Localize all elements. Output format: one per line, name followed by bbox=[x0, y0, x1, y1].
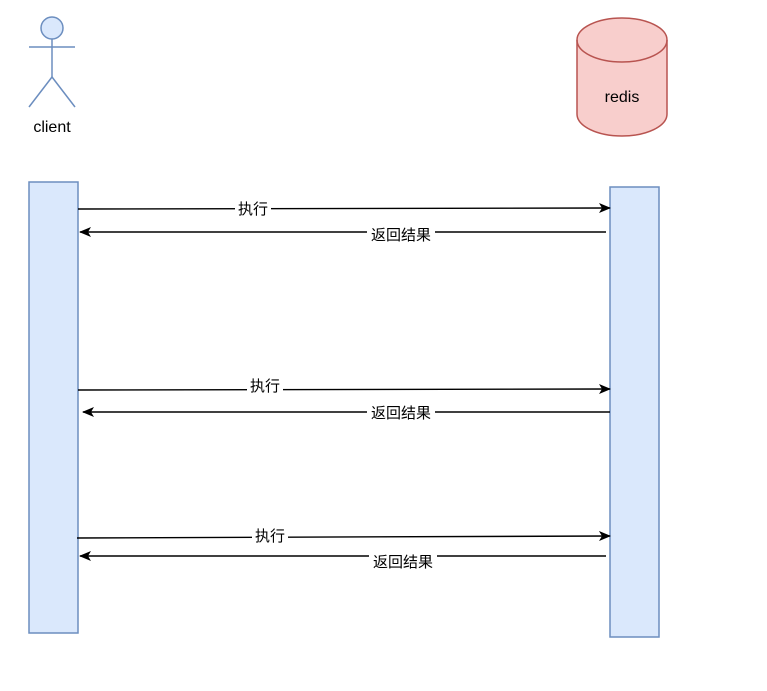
message-response[interactable]: 返回结果 bbox=[79, 225, 606, 244]
label-background bbox=[367, 403, 435, 421]
message-label: 执行 bbox=[255, 527, 285, 545]
label-background bbox=[247, 376, 283, 394]
message-request[interactable]: 执行 bbox=[77, 199, 611, 218]
message-label: 返回结果 bbox=[371, 404, 431, 422]
message-label: 返回结果 bbox=[373, 553, 433, 571]
message-label: 执行 bbox=[250, 377, 280, 395]
actor-right-leg bbox=[51, 76, 76, 108]
label-background bbox=[367, 225, 435, 243]
message-response[interactable]: 返回结果 bbox=[82, 403, 610, 422]
client-label: client bbox=[33, 119, 71, 136]
label-background bbox=[252, 526, 288, 544]
redis-label: redis bbox=[605, 89, 640, 106]
label-background bbox=[235, 199, 271, 217]
message-label: 返回结果 bbox=[371, 226, 431, 244]
database-icon bbox=[576, 17, 668, 137]
message-request[interactable]: 执行 bbox=[76, 526, 611, 545]
message-label: 执行 bbox=[238, 200, 268, 218]
arrow-line bbox=[77, 384, 611, 395]
redis-database[interactable]: redis bbox=[576, 17, 668, 137]
database-rim bbox=[576, 39, 668, 63]
label-background bbox=[369, 552, 437, 570]
actor-head-icon bbox=[40, 16, 64, 40]
client-actor[interactable]: client bbox=[28, 16, 76, 136]
arrow-line bbox=[77, 203, 611, 214]
message-request[interactable]: 执行 bbox=[77, 376, 611, 395]
actor-left-leg bbox=[28, 76, 53, 108]
redis-activation-bar[interactable] bbox=[609, 186, 660, 638]
message-response[interactable]: 返回结果 bbox=[79, 551, 606, 571]
arrow-line bbox=[76, 531, 611, 542]
client-activation-bar[interactable] bbox=[28, 181, 79, 634]
